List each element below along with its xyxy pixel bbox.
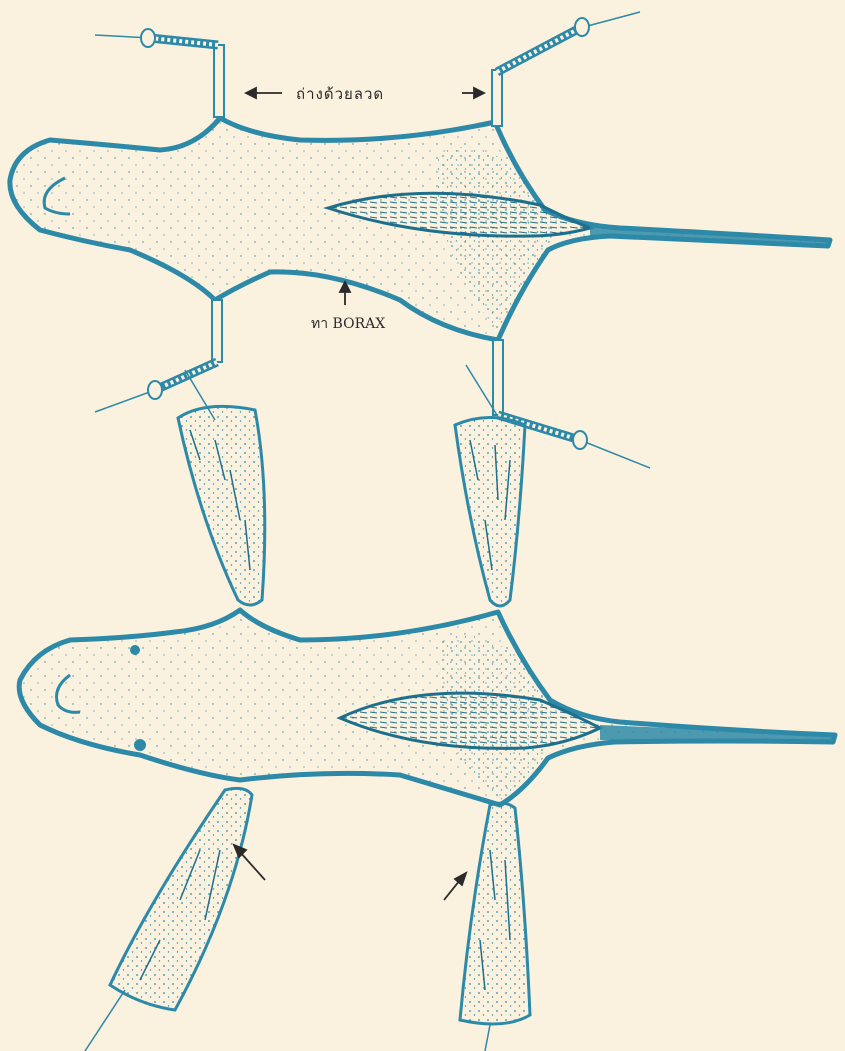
bottom-specimen bbox=[19, 610, 835, 805]
borax-arrow bbox=[340, 282, 350, 305]
top-specimen bbox=[10, 12, 830, 468]
lower-arrows bbox=[234, 845, 466, 900]
top-left-wire-limb bbox=[95, 29, 224, 117]
top-right-wire-limb bbox=[492, 12, 640, 126]
borax-label: ทา BORAX bbox=[311, 313, 385, 335]
wire-stretch-label: ถ่างด้วยลวด bbox=[296, 82, 384, 106]
middle-left-limb bbox=[178, 370, 265, 605]
lower-left-limb bbox=[85, 788, 252, 1051]
lower-right-limb bbox=[460, 803, 530, 1051]
bottom-left-wire-limb bbox=[95, 300, 222, 412]
middle-right-limb bbox=[455, 418, 525, 607]
bottom-eye-mark bbox=[134, 739, 146, 751]
bottom-nostril-mark bbox=[130, 645, 140, 655]
